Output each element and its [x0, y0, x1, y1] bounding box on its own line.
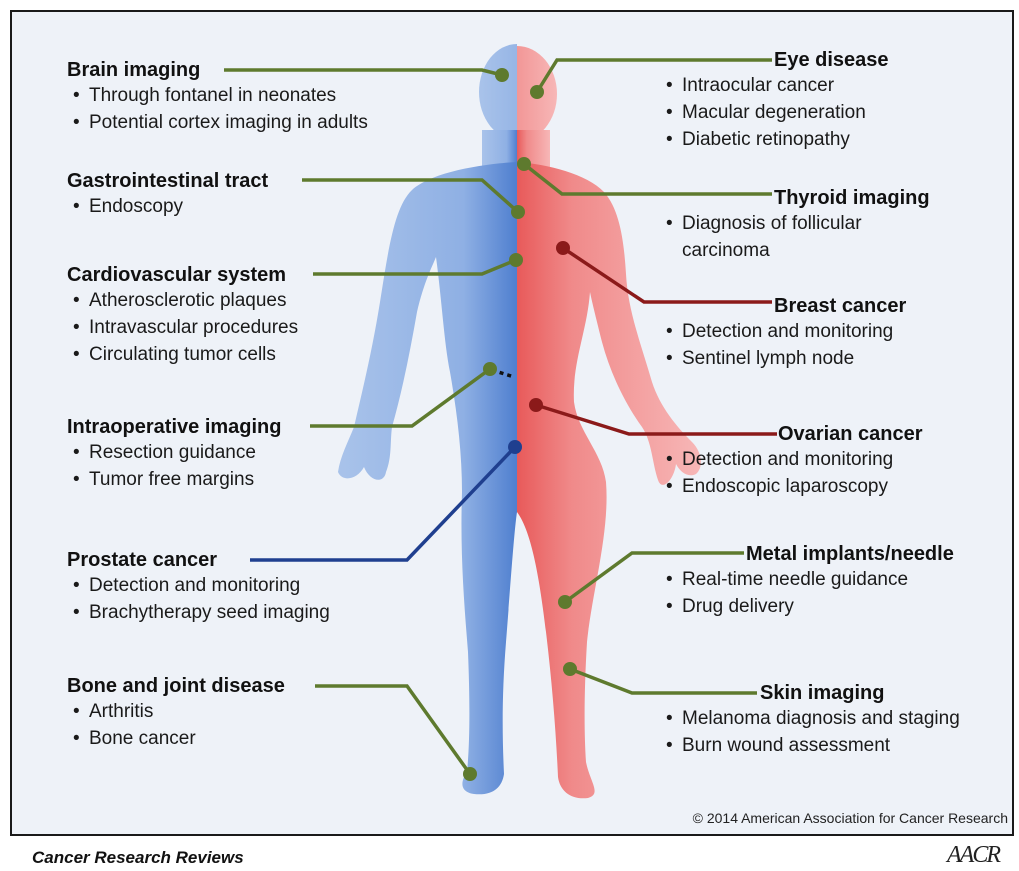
panel-title: Breast cancer — [660, 294, 906, 318]
panel-title: Intraoperative imaging — [67, 415, 282, 439]
list-item: Diagnosis of follicular — [660, 210, 930, 237]
panel-title: Metal implants/needle — [660, 542, 954, 566]
dot-implant — [558, 595, 572, 609]
panel-ovarian-cancer: Ovarian cancer Detection and monitoring … — [660, 422, 923, 500]
dot-brain — [495, 68, 509, 82]
list-item: Detection and monitoring — [67, 572, 330, 599]
list-item: Intraocular cancer — [660, 72, 889, 99]
list-item: Burn wound assessment — [660, 732, 960, 759]
dot-bone — [463, 767, 477, 781]
panel-intraoperative: Intraoperative imaging Resection guidanc… — [67, 415, 282, 493]
list-item: Sentinel lymph node — [660, 345, 906, 372]
panel-bone-joint: Bone and joint disease Arthritis Bone ca… — [67, 674, 285, 752]
list-item: Diabetic retinopathy — [660, 126, 889, 153]
figure-frame: Brain imaging Through fontanel in neonat… — [10, 10, 1014, 836]
panel-thyroid-imaging: Thyroid imaging Diagnosis of follicular … — [660, 186, 930, 264]
list-item: Tumor free margins — [67, 466, 282, 493]
list-item: Detection and monitoring — [660, 318, 906, 345]
footer-bar: Cancer Research Reviews AACR — [0, 836, 1019, 871]
dot-gi — [511, 205, 525, 219]
list-item: Arthritis — [67, 698, 285, 725]
dot-ovarian — [529, 398, 543, 412]
dot-cardio — [509, 253, 523, 267]
list-item: Detection and monitoring — [660, 446, 923, 473]
panel-metal-implants: Metal implants/needle Real-time needle g… — [660, 542, 954, 620]
list-item: Potential cortex imaging in adults — [67, 109, 368, 136]
panel-title: Bone and joint disease — [67, 674, 285, 698]
dot-skin — [563, 662, 577, 676]
panel-title: Skin imaging — [660, 681, 960, 705]
dot-breast — [556, 241, 570, 255]
aacr-logo: AACR — [947, 842, 999, 869]
panel-cardiovascular: Cardiovascular system Atherosclerotic pl… — [67, 263, 298, 368]
list-item: Endoscopic laparoscopy — [660, 473, 923, 500]
dot-prostate — [508, 440, 522, 454]
list-item: Real-time needle guidance — [660, 566, 954, 593]
panel-title: Brain imaging — [67, 58, 368, 82]
dot-intraop — [483, 362, 497, 376]
list-item: Macular degeneration — [660, 99, 889, 126]
panel-gastrointestinal: Gastrointestinal tract Endoscopy — [67, 169, 268, 220]
list-item: Bone cancer — [67, 725, 285, 752]
copyright-notice: © 2014 American Association for Cancer R… — [693, 810, 1008, 826]
panel-prostate-cancer: Prostate cancer Detection and monitoring… — [67, 548, 330, 626]
panel-brain-imaging: Brain imaging Through fontanel in neonat… — [67, 58, 368, 136]
list-item: Circulating tumor cells — [67, 341, 298, 368]
dot-eye — [530, 85, 544, 99]
panel-title: Ovarian cancer — [660, 422, 923, 446]
panel-title: Thyroid imaging — [660, 186, 930, 210]
journal-name: Cancer Research Reviews — [32, 848, 244, 868]
panel-title: Gastrointestinal tract — [67, 169, 268, 193]
list-item: Melanoma diagnosis and staging — [660, 705, 960, 732]
list-item: Atherosclerotic plaques — [67, 287, 298, 314]
panel-eye-disease: Eye disease Intraocular cancer Macular d… — [660, 48, 889, 153]
panel-title: Cardiovascular system — [67, 263, 298, 287]
list-item: Intravascular procedures — [67, 314, 298, 341]
list-item: Brachytherapy seed imaging — [67, 599, 330, 626]
list-item: carcinoma — [660, 237, 930, 264]
connector-bone — [315, 686, 470, 774]
dot-thyroid — [517, 157, 531, 171]
panel-title: Eye disease — [660, 48, 889, 72]
list-item: Through fontanel in neonates — [67, 82, 368, 109]
list-item: Resection guidance — [67, 439, 282, 466]
list-item: Endoscopy — [67, 193, 268, 220]
panel-skin-imaging: Skin imaging Melanoma diagnosis and stag… — [660, 681, 960, 759]
list-item: Drug delivery — [660, 593, 954, 620]
panel-breast-cancer: Breast cancer Detection and monitoring S… — [660, 294, 906, 372]
panel-title: Prostate cancer — [67, 548, 330, 572]
